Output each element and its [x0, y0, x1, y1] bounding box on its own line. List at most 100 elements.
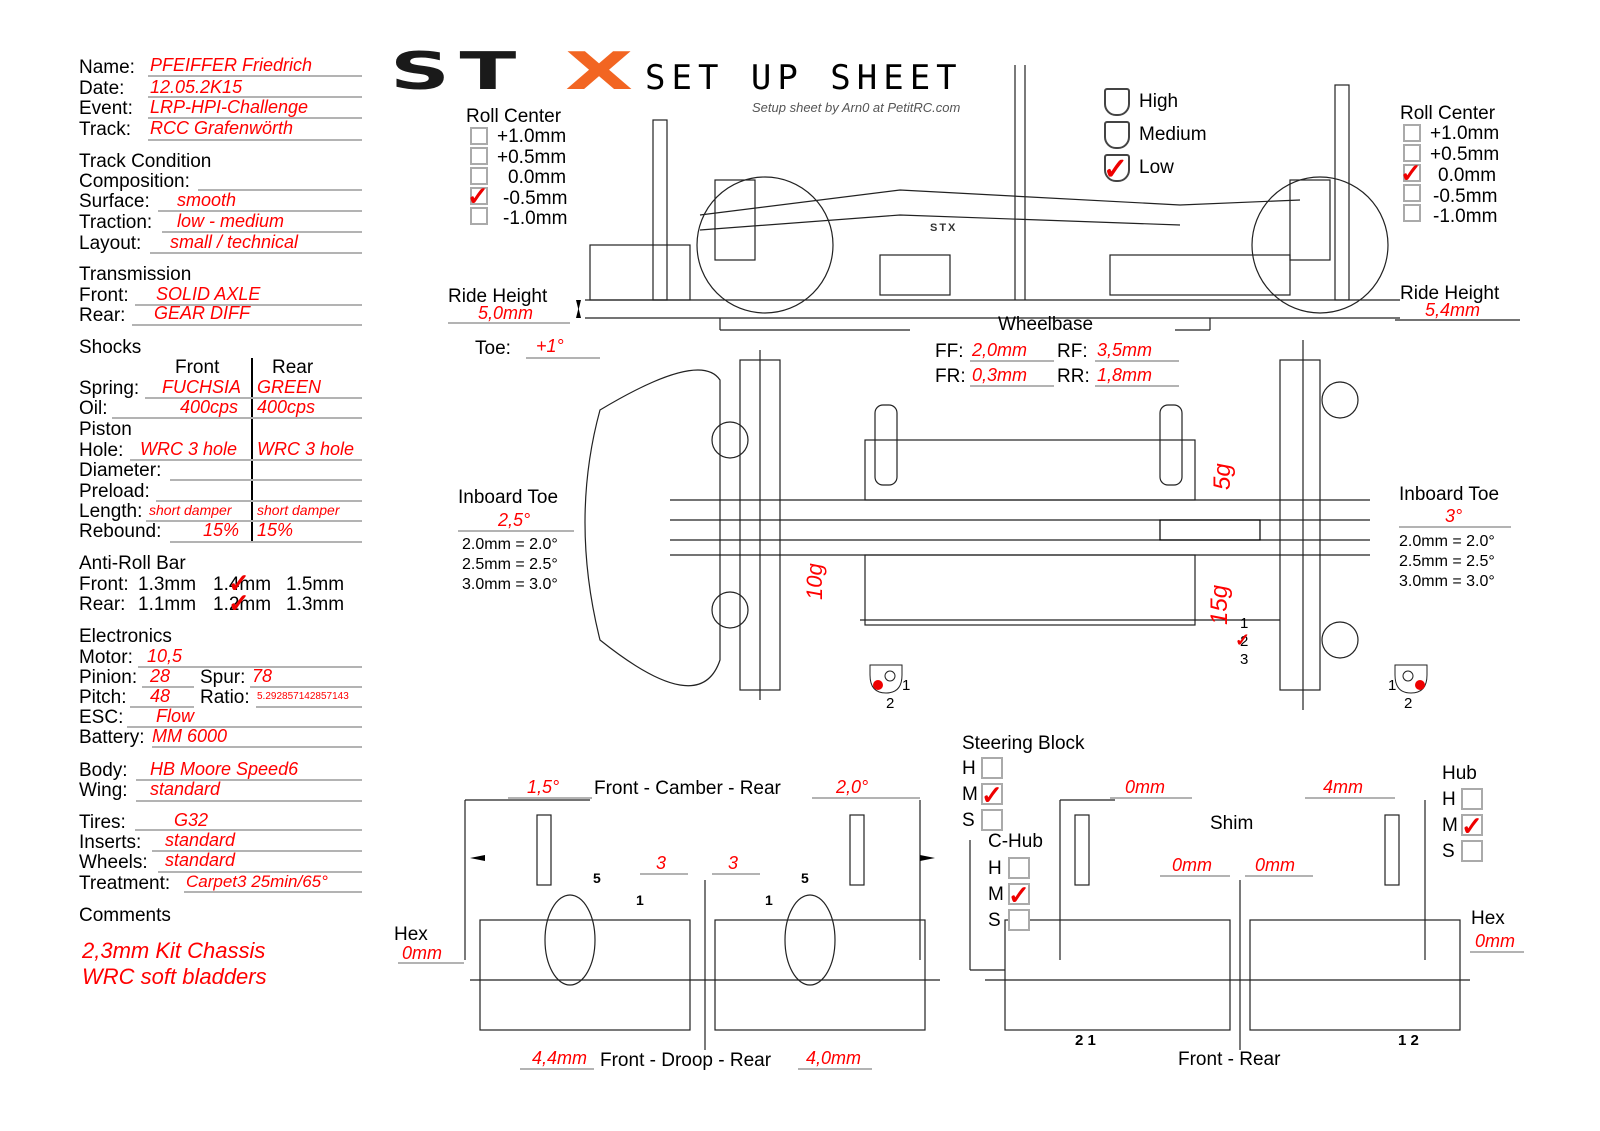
- bump-steer-rear-option-1[interactable]: 1: [1388, 677, 1397, 694]
- droop-rear-field[interactable]: 4,0mm: [806, 1048, 862, 1068]
- inboard-toe-front-field[interactable]: 2,5°: [498, 510, 531, 530]
- hole-rear-field[interactable]: WRC 3 hole: [257, 439, 355, 459]
- shim-front-bottom-field[interactable]: 0mm: [1172, 855, 1212, 875]
- rc-rear-checkbox-5[interactable]: [1403, 204, 1421, 222]
- hex-front-field[interactable]: 0mm: [402, 943, 442, 963]
- oil-front-field[interactable]: 400cps: [180, 397, 239, 417]
- hub-h-checkbox[interactable]: [1461, 788, 1483, 810]
- comment-line-1[interactable]: 2,3mm Kit Chassis: [82, 938, 266, 963]
- rebound-rear-field[interactable]: 15%: [257, 520, 294, 540]
- credit-text: Setup sheet by Arn0 at PetitRC.com: [752, 100, 961, 115]
- name-field[interactable]: PFEIFFER Friedrich: [150, 55, 313, 75]
- rc-front-checkbox-2[interactable]: [470, 147, 488, 165]
- toe-field[interactable]: +1°: [536, 336, 564, 356]
- spur-field[interactable]: 78: [252, 666, 273, 686]
- bulkhead-high-icon[interactable]: [1104, 88, 1130, 116]
- bump-steer-rear-option-2[interactable]: 2: [1404, 695, 1413, 712]
- arb-rear-option-1[interactable]: 1.1mm: [138, 594, 197, 615]
- weight-rear-top-field[interactable]: 5g: [1209, 463, 1236, 490]
- steering-block-h-checkbox[interactable]: [981, 757, 1003, 779]
- camber-front-field[interactable]: 1,5°: [527, 777, 560, 797]
- comment-line-2[interactable]: WRC soft bladders: [82, 964, 267, 989]
- track-field[interactable]: RCC Grafenwörth: [150, 118, 294, 138]
- rc-rear-checkbox-3[interactable]: [1403, 164, 1421, 182]
- wheelbase-fr-field[interactable]: 0,3mm: [972, 365, 1028, 385]
- bulkhead-medium-icon[interactable]: [1104, 121, 1130, 149]
- rc-front-checkbox-4[interactable]: [470, 187, 488, 205]
- motor-field[interactable]: 10,5: [147, 646, 183, 666]
- esc-field[interactable]: Flow: [156, 706, 195, 726]
- layout-field[interactable]: small / technical: [170, 232, 299, 252]
- arb-rear-option-2[interactable]: 1.2mm: [213, 594, 272, 615]
- event-field[interactable]: LRP-HPI-Challenge: [150, 97, 309, 117]
- motor-label: Motor:: [79, 647, 133, 668]
- rc-front-checkbox-3[interactable]: [470, 167, 488, 185]
- inboard-toe-rear-field[interactable]: 3°: [1445, 506, 1463, 526]
- steering-block-checkmark-icon: ✓: [981, 780, 1003, 810]
- weight-rear-bottom-field[interactable]: 15g: [1206, 584, 1233, 625]
- bump-steer-front-option-2[interactable]: 2: [886, 695, 895, 712]
- shim-rear-top-field[interactable]: 4mm: [1323, 777, 1363, 797]
- rc-front-checkbox-5[interactable]: [470, 207, 488, 225]
- bulkhead-low-icon[interactable]: [1104, 154, 1130, 182]
- droop-front-field[interactable]: 4,4mm: [532, 1048, 588, 1068]
- arb-rear-option-3[interactable]: 1.3mm: [286, 594, 345, 615]
- inserts-field[interactable]: standard: [165, 830, 236, 850]
- rear-link-option-3[interactable]: 3: [1240, 651, 1249, 668]
- rc-rear-checkbox-2[interactable]: [1403, 144, 1421, 162]
- spring-front-field[interactable]: FUCHSIA: [162, 377, 242, 397]
- hub-m-checkbox[interactable]: [1461, 814, 1483, 836]
- transmission-front-field[interactable]: SOLID AXLE: [156, 284, 261, 304]
- rc-rear-checkbox-4[interactable]: [1403, 184, 1421, 202]
- wheelbase-ff-field[interactable]: 2,0mm: [972, 340, 1028, 360]
- bump-steer-front-option-1[interactable]: 1: [902, 677, 911, 694]
- tires-field[interactable]: G32: [174, 810, 209, 830]
- ratio-field[interactable]: 5.292857142857143: [257, 691, 349, 702]
- shock-position-rear-field[interactable]: 3: [728, 853, 739, 873]
- arb-front-option-1[interactable]: 1.3mm: [138, 574, 197, 595]
- spring-rear-field[interactable]: GREEN: [257, 377, 322, 397]
- rc-rear-checkbox-1[interactable]: [1403, 124, 1421, 142]
- length-rear-field[interactable]: short damper: [257, 502, 340, 518]
- transmission-rear-field[interactable]: GEAR DIFF: [154, 303, 251, 323]
- ride-height-front-field[interactable]: 5,0mm: [478, 303, 534, 323]
- pinion-field[interactable]: 28: [150, 666, 171, 686]
- hole-front-field[interactable]: WRC 3 hole: [140, 439, 238, 459]
- ride-height-rear-field[interactable]: 5,4mm: [1425, 300, 1481, 320]
- rc-front-checkmark-icon: ✓: [467, 181, 489, 211]
- c-hub-h-checkbox[interactable]: [1008, 857, 1030, 879]
- wheels-field[interactable]: standard: [165, 850, 236, 870]
- rear-link-option-2[interactable]: 2: [1240, 633, 1249, 650]
- date-field[interactable]: 12.05.2K15: [150, 77, 243, 97]
- pitch-field[interactable]: 48: [150, 686, 171, 706]
- shock-position-front-field[interactable]: 3: [656, 853, 667, 873]
- wheelbase-rf-field[interactable]: 3,5mm: [1097, 340, 1153, 360]
- rc-front-checkbox-1[interactable]: [470, 127, 488, 145]
- steering-block-m-checkbox[interactable]: [981, 783, 1003, 805]
- hex-rear-field[interactable]: 0mm: [1475, 931, 1515, 951]
- length-front-field[interactable]: short damper: [149, 502, 232, 518]
- rebound-front-field[interactable]: 15%: [203, 520, 240, 540]
- c-hub-m-checkbox[interactable]: [1008, 883, 1030, 905]
- arb-front-option-2[interactable]: 1.4mm: [213, 574, 272, 595]
- shim-front-top-field[interactable]: 0mm: [1125, 777, 1165, 797]
- traction-field[interactable]: low - medium: [177, 211, 285, 231]
- body-field[interactable]: HB Moore Speed6: [150, 759, 299, 779]
- battery-field[interactable]: MM 6000: [152, 726, 228, 746]
- camber-rear-field[interactable]: 2,0°: [836, 777, 869, 797]
- wheelbase-rr-field[interactable]: 1,8mm: [1097, 365, 1153, 385]
- hub-s-checkbox[interactable]: [1461, 840, 1483, 862]
- steering-block-s-checkbox[interactable]: [981, 809, 1003, 831]
- arb-front-option-3[interactable]: 1.5mm: [286, 574, 345, 595]
- wing-field[interactable]: standard: [150, 779, 221, 799]
- shim-rear-bottom-field[interactable]: 0mm: [1255, 855, 1295, 875]
- c-hub-m-label: M: [988, 884, 1004, 905]
- rear-link-option-1[interactable]: 1: [1240, 615, 1249, 632]
- weight-front-field[interactable]: 10g: [802, 563, 827, 600]
- surface-field[interactable]: smooth: [177, 190, 237, 210]
- oil-rear-field[interactable]: 400cps: [257, 397, 316, 417]
- logo-x: X: [564, 42, 644, 102]
- c-hub-s-checkbox[interactable]: [1008, 909, 1030, 931]
- inserts-label: Inserts:: [79, 832, 142, 853]
- treatment-field[interactable]: Carpet3 25min/65°: [186, 872, 328, 891]
